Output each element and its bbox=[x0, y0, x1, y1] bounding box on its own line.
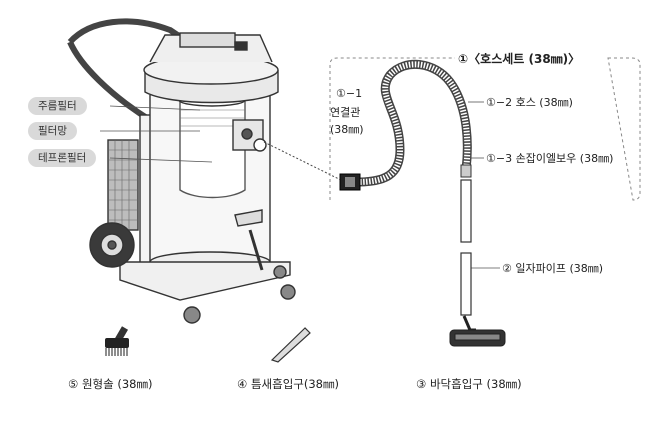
hose-set-boundary bbox=[329, 57, 641, 201]
hose-assembly bbox=[339, 59, 472, 191]
floor-nozzle bbox=[449, 315, 506, 347]
connector-label-size: (38㎜) bbox=[330, 123, 364, 136]
crevice-caption: ④ 틈새흡입구(38㎜) bbox=[237, 377, 339, 391]
elbow-label: ①−3 손잡이엘보우 (38㎜) bbox=[486, 152, 614, 165]
elbow-handle bbox=[460, 164, 472, 178]
hose-set-title: ①〈호스세트 (38㎜)〉 bbox=[456, 50, 583, 67]
round-brush bbox=[105, 326, 129, 356]
connector-label-name: 연결관 bbox=[330, 106, 361, 119]
mesh-panel bbox=[107, 139, 139, 231]
floor-nozzle-caption: ③ 바닥흡입구 (38㎜) bbox=[416, 377, 522, 391]
label-leaders bbox=[100, 105, 213, 163]
round-brush-caption: ⑤ 원형솔 (38㎜) bbox=[68, 377, 153, 391]
straight-pipe bbox=[460, 179, 472, 316]
main-filter-label: 주름필터 bbox=[28, 97, 87, 115]
connector-dotted-line bbox=[263, 141, 346, 183]
hose bbox=[356, 59, 472, 187]
pipe-label: ② 일자파이프 (38㎜) bbox=[502, 262, 604, 275]
connector-label-number: ①−1 bbox=[336, 87, 363, 100]
teflon-filter-label: 테프론필터 bbox=[28, 149, 97, 167]
caster-wheel bbox=[183, 306, 201, 324]
crevice-tool bbox=[270, 327, 311, 363]
filter-net-label: 필터망 bbox=[28, 122, 77, 140]
cart-base bbox=[119, 261, 291, 301]
cart-handle bbox=[67, 18, 187, 45]
vacuum-cleaner bbox=[67, 18, 296, 324]
hose-label: ①−2 호스 (38㎜) bbox=[486, 96, 573, 109]
hose-leaders bbox=[468, 101, 500, 269]
